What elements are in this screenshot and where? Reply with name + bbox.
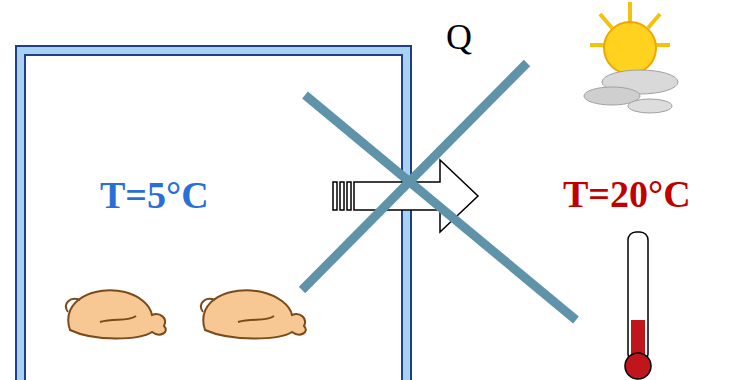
thermometer-icon [625, 232, 651, 379]
temperature-label: T=5°C [100, 173, 209, 217]
refrigerator-frame [15, 45, 412, 380]
temperature-label: T=20°C [563, 172, 691, 216]
heat-label: Q [446, 16, 472, 58]
sun-cloud-icon [584, 2, 678, 113]
refrigerator-box: T=5°C [15, 45, 412, 380]
